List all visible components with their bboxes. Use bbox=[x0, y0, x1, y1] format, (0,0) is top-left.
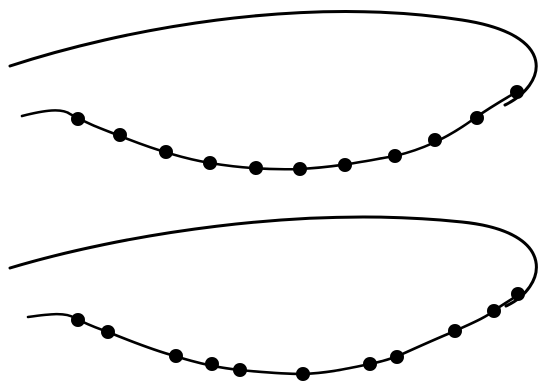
lower-outer-curve bbox=[10, 217, 536, 306]
node bbox=[363, 357, 377, 371]
panel-lower bbox=[10, 217, 536, 381]
node bbox=[296, 367, 310, 381]
node bbox=[390, 350, 404, 364]
lower-nodes bbox=[71, 287, 525, 381]
node bbox=[203, 156, 217, 170]
node bbox=[428, 133, 442, 147]
node bbox=[448, 324, 462, 338]
node bbox=[487, 304, 501, 318]
node bbox=[71, 313, 85, 327]
node bbox=[249, 161, 263, 175]
node bbox=[101, 325, 115, 339]
node bbox=[470, 111, 484, 125]
node bbox=[71, 112, 85, 126]
node bbox=[510, 85, 524, 99]
node bbox=[293, 162, 307, 176]
node bbox=[205, 357, 219, 371]
node bbox=[113, 128, 127, 142]
panel-upper bbox=[10, 12, 536, 176]
node bbox=[169, 349, 183, 363]
node bbox=[159, 145, 173, 159]
upper-outer-curve bbox=[10, 12, 536, 105]
node bbox=[233, 363, 247, 377]
upper-node-curve bbox=[22, 90, 520, 169]
node bbox=[511, 287, 525, 301]
node bbox=[388, 149, 402, 163]
node bbox=[338, 158, 352, 172]
